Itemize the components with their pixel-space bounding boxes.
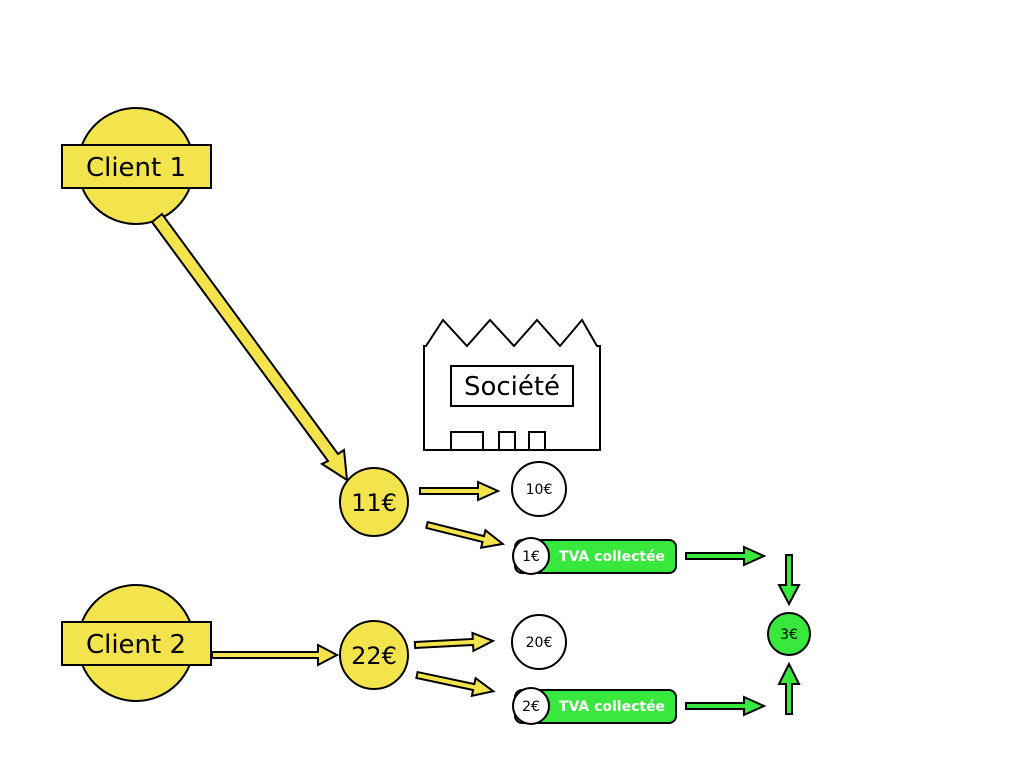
payment-1-node: 11€ [339, 467, 409, 537]
net-1-node: 10€ [511, 461, 567, 517]
arrow-client2-to-payment2 [211, 643, 340, 667]
vat-1-amount: 1€ [522, 549, 540, 565]
payment-2-node: 22€ [339, 620, 409, 690]
net-1-circle [511, 461, 567, 517]
arrow-up-to-vat-total [777, 661, 801, 715]
payment-2-circle [339, 620, 409, 690]
payment-1-amount: 11€ [351, 489, 397, 517]
net-2-amount: 20€ [526, 635, 553, 651]
vat-2-label: TVA collectée [559, 699, 665, 715]
vat-2-amount: 2€ [522, 699, 540, 715]
arrow-payment1-to-net1 [419, 481, 499, 501]
client-1-label-box [61, 144, 212, 189]
company-label-box [450, 365, 574, 407]
client-2-label: Client 2 [86, 630, 186, 660]
vat-1-label: TVA collectée [559, 549, 665, 565]
arrow-payment1-to-vat1 [423, 515, 506, 554]
arrow-payment2-to-vat2 [414, 665, 497, 702]
vat-total-amount: 3€ [780, 627, 798, 643]
vat-2-circle [512, 687, 550, 725]
factory-door-3 [528, 431, 546, 451]
vat-1-pill: 1€ TVA collectée [512, 537, 677, 575]
client-2-node: Client 2 [61, 584, 212, 702]
vat-2-pill: 2€ TVA collectée [512, 687, 677, 725]
factory-door-1 [450, 431, 484, 451]
arrow-payment2-to-net2 [413, 630, 495, 655]
net-1-amount: 10€ [526, 482, 553, 498]
factory-door-2 [498, 431, 516, 451]
client-2-label-box [61, 621, 212, 666]
net-2-node: 20€ [511, 614, 567, 670]
company-building: Société [423, 318, 601, 451]
vat-total-circle [767, 612, 811, 656]
vat-total-node: 3€ [767, 612, 811, 656]
client-1-node: Client 1 [61, 107, 212, 225]
payment-2-amount: 22€ [351, 642, 397, 670]
net-2-circle [511, 614, 567, 670]
vat-1-circle [512, 537, 550, 575]
client-1-label: Client 1 [86, 153, 186, 183]
company-label: Société [464, 372, 560, 402]
arrow-down-to-vat-total [777, 554, 801, 607]
arrow-vat1-right [685, 546, 765, 566]
arrow-vat2-right [685, 696, 765, 716]
payment-1-circle [339, 467, 409, 537]
arrow-client1-to-payment1 [150, 212, 349, 482]
